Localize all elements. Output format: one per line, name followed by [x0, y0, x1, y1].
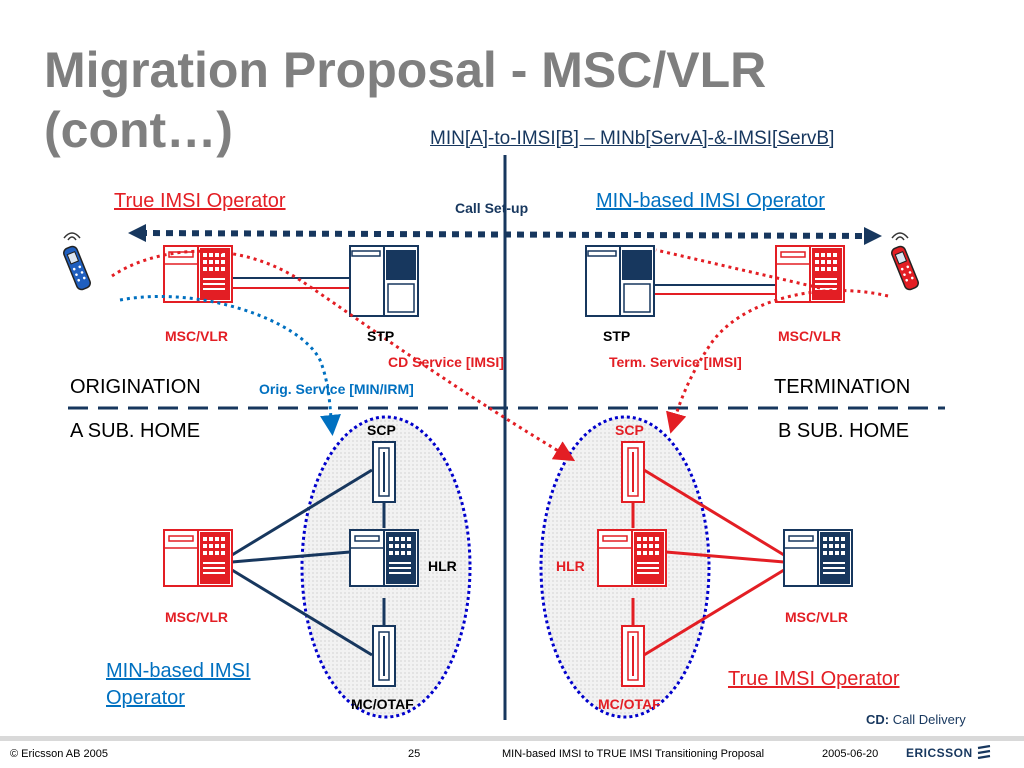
hlr-right-label: HLR — [556, 558, 585, 574]
msc-vlr-bottom-left-label: MSC/VLR — [165, 609, 228, 625]
slide-title: Migration Proposal - MSC/VLR (cont…) — [44, 42, 767, 158]
subtitle: MIN[A]-to-IMSI[B] – MINb[ServA]-&-IMSI[S… — [430, 128, 835, 149]
mc-otaf-right-label: MC/OTAF — [598, 696, 661, 712]
mc-otaf-left — [372, 625, 396, 687]
footer-doc-title: MIN-based IMSI to TRUE IMSI Transitionin… — [502, 748, 765, 760]
call-setup-label: Call Set-up — [455, 200, 529, 216]
bottom-left-operator-label: MIN-based IMSI Operator — [106, 660, 251, 709]
b-sub-home-label: B SUB. HOME — [778, 420, 910, 442]
mc-otaf-right — [621, 625, 645, 687]
footer-copyright: © Ericsson AB 2005 — [10, 748, 108, 760]
scp-right-label: SCP — [615, 422, 644, 438]
hlr-right — [597, 529, 667, 587]
scp-left-label: SCP — [367, 422, 396, 438]
ericsson-logo: ERICSSON — [906, 744, 991, 760]
bottom-left-links — [231, 468, 386, 657]
call-setup-arrowhead-left — [128, 224, 146, 242]
phone-right-icon — [889, 232, 921, 292]
call-setup-arrowhead-right — [864, 227, 882, 245]
termination-label: TERMINATION — [774, 376, 911, 398]
msc-vlr-top-left-label: MSC/VLR — [165, 328, 228, 344]
brand-name: ERICSSON — [906, 746, 973, 760]
term-service-link — [655, 248, 821, 290]
left-operator-label: True IMSI Operator — [114, 190, 286, 212]
term-service-path — [666, 289, 889, 434]
bottom-right-operator-label: True IMSI Operator — [728, 668, 900, 690]
stp-left-label: STP — [367, 328, 395, 344]
stp-left-detail — [351, 246, 416, 316]
msc-vlr-top-right-label: MSC/VLR — [778, 328, 841, 344]
stp-right-detail — [587, 246, 652, 316]
orig-service-path — [119, 295, 341, 436]
msc-vlr-top-left — [163, 245, 233, 303]
cd-service-label: CD Service [IMSI] — [388, 354, 504, 370]
msc-vlr-bottom-right-label: MSC/VLR — [785, 609, 848, 625]
term-service-label: Term. Service [IMSI] — [609, 354, 742, 370]
scp-right — [621, 441, 645, 503]
msc-vlr-bottom-left — [163, 529, 233, 587]
footer-date: 2005-06-20 — [822, 748, 879, 760]
legend-meaning: Call Delivery — [892, 712, 966, 727]
ericsson-mark-icon — [977, 744, 990, 760]
mc-otaf-left-label: MC/OTAF — [351, 696, 414, 712]
footer-page-number: 25 — [408, 748, 421, 760]
cd-service-path — [111, 249, 576, 462]
scp-left — [372, 441, 396, 503]
stp-right-label: STP — [603, 328, 631, 344]
phone-left-icon — [61, 232, 93, 292]
a-sub-home-label: A SUB. HOME — [70, 420, 201, 442]
legend: CD: Call Delivery — [866, 712, 966, 727]
bottom-right-links — [631, 468, 785, 657]
call-setup-arrow — [139, 230, 871, 239]
hlr-left — [349, 529, 419, 587]
orig-service-label: Orig. Service [MIN/IRM] — [259, 381, 414, 397]
hlr-left-label: HLR — [428, 558, 457, 574]
origination-label: ORIGINATION — [70, 376, 201, 398]
msc-vlr-bottom-right — [783, 529, 853, 587]
footer-bar — [0, 736, 1024, 741]
right-operator-label: MIN-based IMSI Operator — [596, 190, 825, 212]
legend-abbr: CD: — [866, 712, 890, 727]
